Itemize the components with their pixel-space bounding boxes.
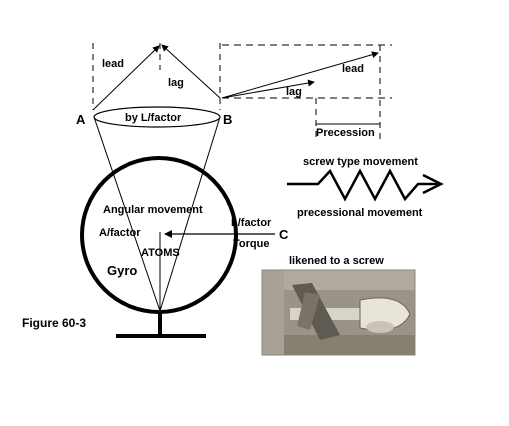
screw-photo [261,269,416,356]
lead-label-left: lead [102,58,124,70]
screw-type-movement-label: screw type movement [303,156,418,168]
angular-movement-label: Angular movement [103,204,203,216]
precessional-movement-label: precessional movement [297,207,423,219]
by-l-factor-label: by L/factor [125,112,182,124]
lag-label-right: lag [286,86,302,98]
point-c-label: C [279,227,289,242]
l-factor-label: L/factor [231,217,272,229]
a-factor-label: A/factor [99,227,141,239]
figure-caption: Figure 60-3 [22,316,86,330]
lead-arrow-right [221,51,379,99]
atoms-label: ATOMS [141,247,180,259]
likened-to-screw-label: likened to a screw [289,255,384,267]
precession-label: Precession [316,127,375,139]
cone-side-right [159,116,221,312]
point-a-label: A [76,112,86,127]
point-b-label: B [223,112,232,127]
lag-arrow-right [221,79,315,99]
screw-zigzag-line [287,168,440,202]
lead-arrow-left [92,45,160,111]
lead-label-right: lead [342,63,364,75]
torque-label: Torque [233,238,269,250]
gyro-label: Gyro [107,263,137,278]
screw-arrowhead [422,173,444,195]
lag-arrow-left [161,44,221,99]
lag-label-left: lag [168,77,184,89]
cone-side-left [93,116,161,312]
